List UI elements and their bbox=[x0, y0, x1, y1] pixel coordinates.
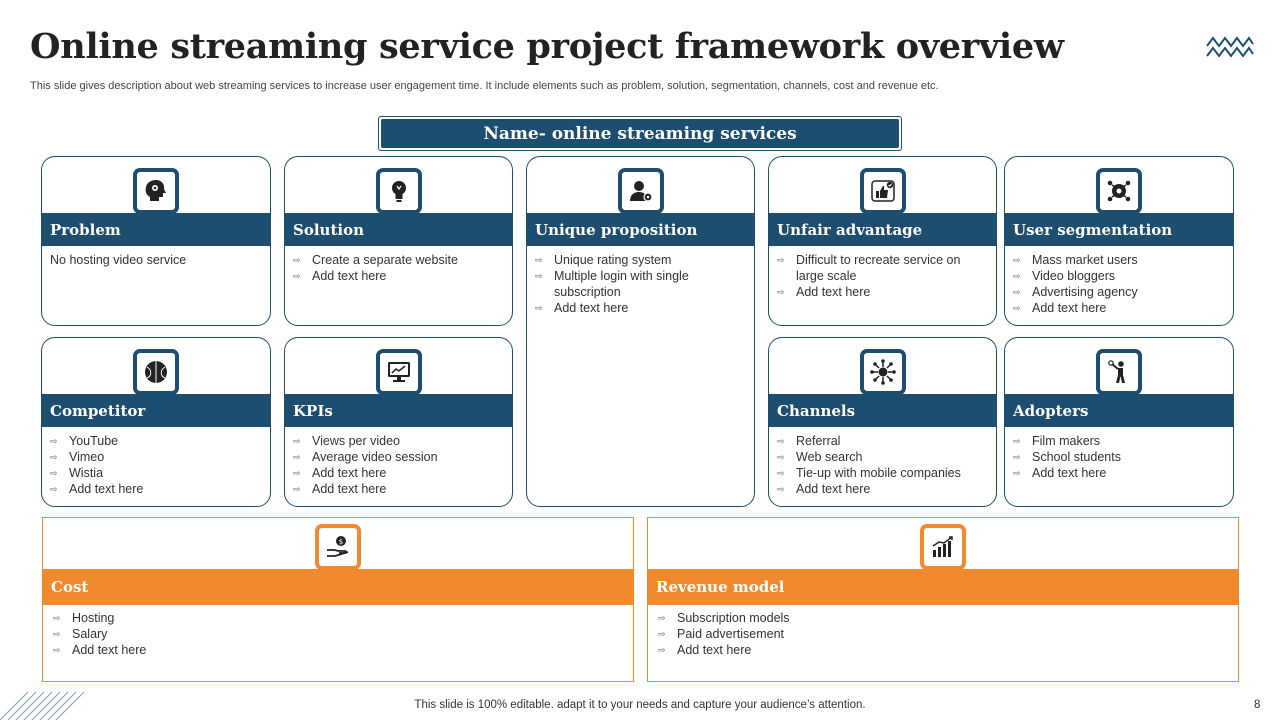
card-unfair-advantage-title: Unfair advantage bbox=[769, 213, 996, 246]
list-item: Add text here bbox=[777, 481, 984, 497]
list-item: Add text here bbox=[293, 465, 500, 481]
competitor-ball-icon bbox=[133, 349, 179, 395]
list-item: Referral bbox=[777, 433, 984, 449]
card-competitor-title: Competitor bbox=[42, 394, 270, 427]
network-hub-icon bbox=[859, 349, 906, 395]
revenue-chart-icon bbox=[920, 524, 966, 570]
slide-subtitle: This slide gives description about web s… bbox=[30, 80, 939, 92]
list-item: Add text here bbox=[293, 268, 500, 284]
user-gear-icon bbox=[617, 168, 664, 214]
card-problem: Problem No hosting video service bbox=[41, 156, 271, 326]
name-bar: Name- online streaming services bbox=[378, 116, 902, 151]
slide-title: Online streaming service project framewo… bbox=[30, 26, 1064, 67]
list-item: Wistia bbox=[50, 465, 258, 481]
idea-head-icon bbox=[133, 168, 179, 214]
list-item: Salary bbox=[53, 626, 621, 642]
list-item: Hosting bbox=[53, 610, 621, 626]
list-item: Add text here bbox=[535, 300, 742, 316]
card-user-segmentation-title: User segmentation bbox=[1005, 213, 1233, 246]
money-hand-icon: $ bbox=[315, 524, 361, 570]
list-item: Subscription models bbox=[658, 610, 1226, 626]
footer-note: This slide is 100% editable. adapt it to… bbox=[414, 699, 866, 711]
list-item: Multiple login with single subscription bbox=[535, 268, 742, 300]
list-item: Vimeo bbox=[50, 449, 258, 465]
list-item: Add text here bbox=[50, 481, 258, 497]
card-kpis: KPIs Views per video Average video sessi… bbox=[284, 337, 513, 507]
card-revenue-model-title: Revenue model bbox=[648, 569, 1238, 605]
list-item: Add text here bbox=[53, 642, 621, 658]
card-problem-text: No hosting video service bbox=[50, 253, 187, 267]
card-cost-title: Cost bbox=[43, 569, 633, 605]
list-item: Add text here bbox=[658, 642, 1226, 658]
card-user-segmentation: User segmentation Mass market users Vide… bbox=[1004, 156, 1234, 326]
card-solution-title: Solution bbox=[285, 213, 512, 246]
card-adopters-title: Adopters bbox=[1005, 394, 1233, 427]
list-item: Views per video bbox=[293, 433, 500, 449]
card-unfair-advantage: Unfair advantage Difficult to recreate s… bbox=[768, 156, 997, 326]
card-adopters: Adopters Film makers School students Add… bbox=[1004, 337, 1234, 507]
person-target-icon bbox=[1096, 349, 1142, 395]
list-item: Unique rating system bbox=[535, 252, 742, 268]
list-item: YouTube bbox=[50, 433, 258, 449]
card-competitor: Competitor YouTube Vimeo Wistia Add text… bbox=[41, 337, 271, 507]
list-item: Advertising agency bbox=[1013, 284, 1221, 300]
list-item: Tie-up with mobile companies bbox=[777, 465, 984, 481]
svg-text:$: $ bbox=[339, 538, 343, 546]
corner-stripes-decoration bbox=[0, 691, 85, 720]
list-item: Mass market users bbox=[1013, 252, 1221, 268]
list-item: Add text here bbox=[1013, 465, 1221, 481]
list-item: Film makers bbox=[1013, 433, 1221, 449]
list-item: School students bbox=[1013, 449, 1221, 465]
list-item: Difficult to recreate service on large s… bbox=[777, 252, 984, 284]
card-problem-title: Problem bbox=[42, 213, 270, 246]
list-item: Add text here bbox=[1013, 300, 1221, 316]
card-solution: Solution Create a separate website Add t… bbox=[284, 156, 513, 326]
card-revenue-model: Revenue model Subscription models Paid a… bbox=[647, 517, 1239, 682]
wave-logo-icon bbox=[1206, 36, 1254, 58]
card-unique-proposition: Unique proposition Unique rating system … bbox=[526, 156, 755, 507]
segmentation-icon bbox=[1096, 168, 1142, 214]
thumbs-up-icon bbox=[859, 168, 906, 214]
name-bar-label: Name- online streaming services bbox=[381, 119, 899, 148]
card-cost: $ Cost Hosting Salary Add text here bbox=[42, 517, 634, 682]
list-item: Video bloggers bbox=[1013, 268, 1221, 284]
card-channels-title: Channels bbox=[769, 394, 996, 427]
list-item: Paid advertisement bbox=[658, 626, 1226, 642]
monitor-chart-icon bbox=[375, 349, 422, 395]
list-item: Average video session bbox=[293, 449, 500, 465]
card-kpis-title: KPIs bbox=[285, 394, 512, 427]
list-item: Create a separate website bbox=[293, 252, 500, 268]
page-number: 8 bbox=[1254, 699, 1261, 711]
lightbulb-icon bbox=[375, 168, 422, 214]
list-item: Web search bbox=[777, 449, 984, 465]
list-item: Add text here bbox=[777, 284, 984, 300]
list-item: Add text here bbox=[293, 481, 500, 497]
card-unique-proposition-title: Unique proposition bbox=[527, 213, 754, 246]
card-channels: Channels Referral Web search Tie-up with… bbox=[768, 337, 997, 507]
